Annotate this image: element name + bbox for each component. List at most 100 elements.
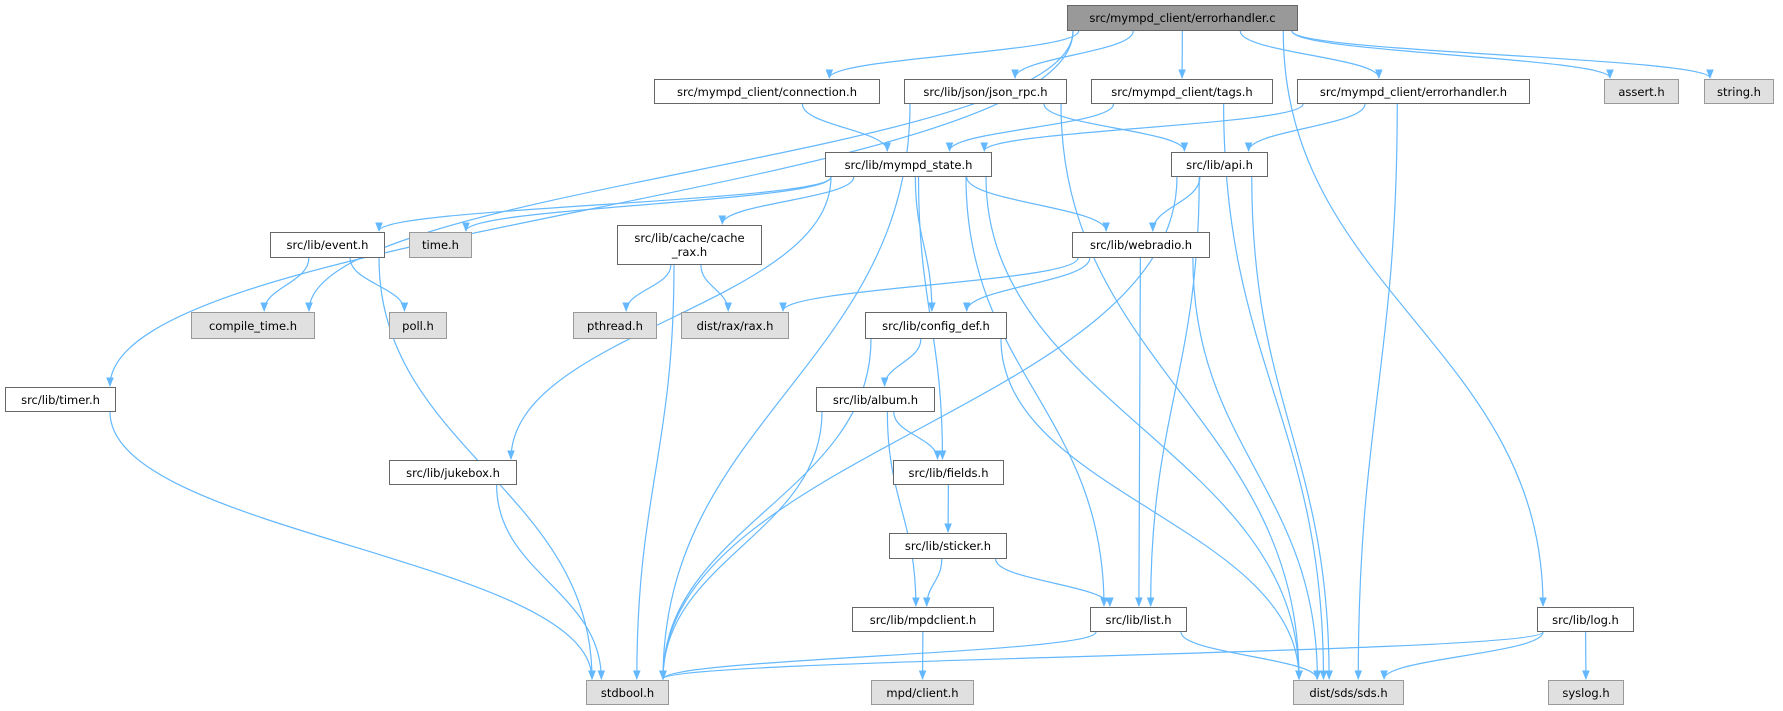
edge-mympd-state-h-to-webradio-h <box>966 176 1110 232</box>
node-webradio-h[interactable]: src/lib/webradio.h <box>1072 232 1210 258</box>
node-mpd-client-h[interactable]: mpd/client.h <box>871 680 974 705</box>
node-fields-h[interactable]: src/lib/fields.h <box>893 460 1004 485</box>
node-assert-h[interactable]: assert.h <box>1604 79 1679 104</box>
edge-json-rpc-h-to-stdbool-h <box>659 103 911 680</box>
node-mpdclient-h[interactable]: src/lib/mpdclient.h <box>852 607 994 632</box>
node-label: src/mympd_client/connection.h <box>677 84 857 99</box>
node-label: src/lib/cache/cache <box>634 231 745 245</box>
edge-sticker-h-to-list-h <box>995 558 1114 607</box>
node-rax-h[interactable]: dist/rax/rax.h <box>681 312 789 339</box>
edge-mympd-state-h-to-config-def-h <box>914 176 936 312</box>
edge-event-h-to-poll-h <box>349 257 409 312</box>
node-album-h[interactable]: src/lib/album.h <box>816 387 935 412</box>
edge-config-def-h-to-album-h <box>880 338 922 387</box>
node-syslog-h[interactable]: syslog.h <box>1548 680 1624 705</box>
node-label: src/lib/sticker.h <box>904 539 992 553</box>
node-label: src/lib/log.h <box>1552 612 1619 627</box>
node-sds-h[interactable]: dist/sds/sds.h <box>1293 680 1404 705</box>
node-connection-h[interactable]: src/mympd_client/connection.h <box>654 79 880 104</box>
edge-errorhandler-h-to-mympd-state-h <box>980 103 1304 152</box>
node-label: src/mympd_client/errorhandler.h <box>1319 84 1508 99</box>
node-label: dist/rax/rax.h <box>696 318 774 333</box>
node-label: pthread.h <box>587 318 643 333</box>
node-label: poll.h <box>402 318 434 333</box>
edge-webradio-h-to-list-h <box>1135 257 1143 607</box>
edge-album-h-to-stdbool-h <box>659 411 823 680</box>
node-label: src/lib/jukebox.h <box>406 465 500 480</box>
edge-json-rpc-h-to-api-h <box>1043 103 1189 152</box>
node-time-h[interactable]: time.h <box>409 232 472 258</box>
edge-errorhandler-c-to-log-h <box>1282 30 1547 607</box>
edge-tags-h-to-mympd-state-h <box>945 103 1115 152</box>
edge-webradio-h-to-rax-h <box>779 257 1079 312</box>
node-label: mpd/client.h <box>886 685 959 700</box>
node-cache-rax-h[interactable]: src/lib/cache/cache_rax.h <box>617 225 762 265</box>
edge-event-h-to-compile-time-h <box>260 257 310 312</box>
edge-list-h-to-sds-h <box>1180 631 1321 680</box>
node-label: src/lib/event.h <box>286 238 369 252</box>
edge-errorhandler-c-to-string-h <box>1291 30 1714 79</box>
edge-errorhandler-h-to-api-h <box>1244 103 1366 152</box>
edge-cache-rax-h-to-rax-h <box>700 264 733 312</box>
node-pthread-h[interactable]: pthread.h <box>573 312 657 339</box>
edge-cache-rax-h-to-stdbool-h <box>632 264 675 680</box>
node-mympd-state-h[interactable]: src/lib/mympd_state.h <box>825 152 992 177</box>
node-label: src/lib/mympd_state.h <box>844 157 973 172</box>
edge-sticker-h-to-mpdclient-h <box>922 558 943 607</box>
edge-mympd-state-h-to-list-h <box>965 176 1108 607</box>
edge-log-h-to-stdbool-h <box>659 631 1544 680</box>
node-api-h[interactable]: src/lib/api.h <box>1171 152 1268 177</box>
node-label: syslog.h <box>1562 685 1610 700</box>
edge-timer-h-to-stdbool-h <box>109 411 596 680</box>
node-jukebox-h[interactable]: src/lib/jukebox.h <box>389 460 517 485</box>
node-label: src/lib/list.h <box>1105 612 1172 627</box>
edge-mympd-state-h-to-jukebox-h <box>507 176 832 460</box>
edge-errorhandler-h-to-sds-h <box>1354 103 1398 680</box>
node-stdbool-h[interactable]: stdbool.h <box>586 680 669 705</box>
node-label: compile_time.h <box>208 318 297 333</box>
edge-api-h-to-webradio-h <box>1148 176 1201 232</box>
node-config-def-h[interactable]: src/lib/config_def.h <box>865 312 1007 339</box>
node-compile-time-h[interactable]: compile_time.h <box>191 312 315 339</box>
edge-errorhandler-c-to-errorhandler-h <box>1239 30 1383 79</box>
edge-jukebox-h-to-stdbool-h <box>496 484 606 680</box>
edge-errorhandler-c-to-connection-h <box>825 30 1080 79</box>
node-label: src/lib/json/json_rpc.h <box>923 84 1048 99</box>
edge-log-h-to-sds-h <box>1380 631 1544 680</box>
edge-mympd-state-h-to-time-h <box>462 176 832 232</box>
node-label: time.h <box>422 238 459 252</box>
node-log-h[interactable]: src/lib/log.h <box>1537 607 1634 632</box>
node-label: assert.h <box>1618 84 1665 99</box>
edge-json-rpc-h-to-sds-h <box>1060 103 1303 680</box>
edge-errorhandler-c-to-assert-h <box>1291 30 1614 79</box>
edge-errorhandler-c-to-json-rpc-h <box>1011 30 1134 79</box>
node-label: src/lib/mpdclient.h <box>869 612 977 627</box>
edge-mympd-state-h-to-cache-rax-h <box>718 176 855 225</box>
node-string-h[interactable]: string.h <box>1704 79 1774 104</box>
node-label: src/mympd_client/tags.h <box>1111 84 1253 99</box>
node-errorhandler-c[interactable]: src/mympd_client/errorhandler.c <box>1067 5 1298 31</box>
edge-list-h-to-stdbool-h <box>659 631 1097 680</box>
edge-webradio-h-to-config-def-h <box>962 257 1091 312</box>
node-list-h[interactable]: src/lib/list.h <box>1090 607 1187 632</box>
node-errorhandler-h[interactable]: src/mympd_client/errorhandler.h <box>1297 79 1530 104</box>
edge-mympd-state-h-to-event-h <box>375 176 832 232</box>
node-json-rpc-h[interactable]: src/lib/json/json_rpc.h <box>904 79 1067 104</box>
edge-api-h-to-sds-h <box>1251 176 1333 680</box>
node-tags-h[interactable]: src/mympd_client/tags.h <box>1091 79 1273 104</box>
node-label: stdbool.h <box>600 685 655 700</box>
node-poll-h[interactable]: poll.h <box>389 312 447 339</box>
node-label: src/lib/webradio.h <box>1089 238 1193 252</box>
node-label: src/lib/timer.h <box>21 392 100 407</box>
edge-album-h-to-fields-h <box>893 411 942 460</box>
node-timer-h[interactable]: src/lib/timer.h <box>5 387 116 412</box>
edge-connection-h-to-mympd-state-h <box>801 103 892 152</box>
node-label: string.h <box>1717 84 1761 99</box>
edge-tags-h-to-sds-h <box>1223 103 1328 680</box>
node-sticker-h[interactable]: src/lib/sticker.h <box>889 533 1007 559</box>
node-event-h[interactable]: src/lib/event.h <box>270 232 385 258</box>
node-label: src/lib/album.h <box>832 392 919 407</box>
edge-cache-rax-h-to-pthread-h <box>622 264 672 312</box>
node-label: src/mympd_client/errorhandler.c <box>1089 11 1276 25</box>
